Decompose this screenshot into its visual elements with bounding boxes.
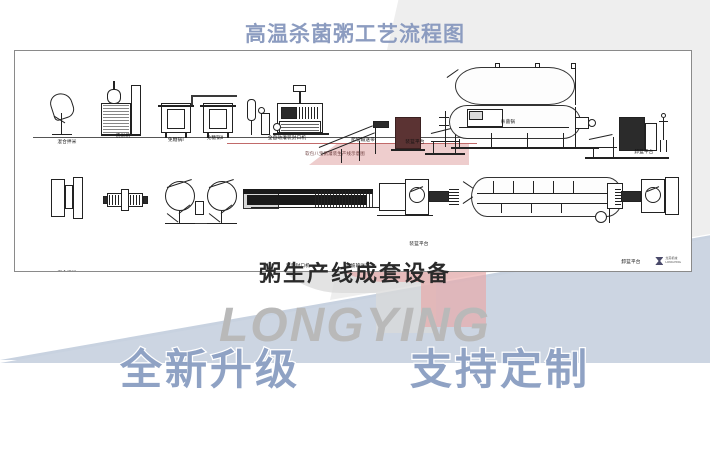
corner-logo-line1: 龙英机械 — [665, 256, 678, 261]
machine-label-bottom-3: 装篮平台 — [409, 242, 429, 247]
process-flow-diagram: 软包八宝粥灌装生产线示意图 — [14, 50, 692, 272]
machine-label-top-4: 全自动灌装封口机 — [267, 136, 307, 141]
slogan-upgrade: 全新升级 — [119, 344, 300, 396]
machine-label-top-5: 爬坡输送带 — [351, 138, 375, 143]
page-title: 高温杀菌粥工艺流程图 — [245, 22, 465, 46]
corner-brand-logo: 龙英机械 LONGYING — [655, 256, 681, 265]
banner-subtitle: 粥生产线成套设备 — [258, 262, 451, 287]
machine-label-top-7: 杀菌锅 — [500, 120, 516, 125]
machine-label-top-1: 洗米机 — [115, 134, 131, 139]
machine-label-top-6: 装篮平台 — [405, 140, 425, 145]
machine-label-bottom-6: 卸篮平台 — [621, 260, 641, 265]
machine-label-top-0: 混合拌米 — [57, 140, 77, 145]
diagram-red-caption: 软包八宝粥灌装生产线示意图 — [305, 152, 365, 157]
machine-label-top-8: 卸篮平台 — [634, 150, 654, 155]
machine-label-top-2: 免糖锅Ⅰ — [168, 138, 184, 143]
diagram-canvas: 软包八宝粥灌装生产线示意图 — [15, 51, 691, 271]
slogan-custom: 支持定制 — [409, 344, 591, 396]
machine-label-top-3: 免糖锅Ⅱ — [206, 136, 224, 141]
slogan-row: 全新升级 支持定制 — [0, 336, 710, 397]
corner-logo-line2: LONGYING — [665, 260, 681, 264]
brand-mark-icon — [655, 257, 664, 265]
